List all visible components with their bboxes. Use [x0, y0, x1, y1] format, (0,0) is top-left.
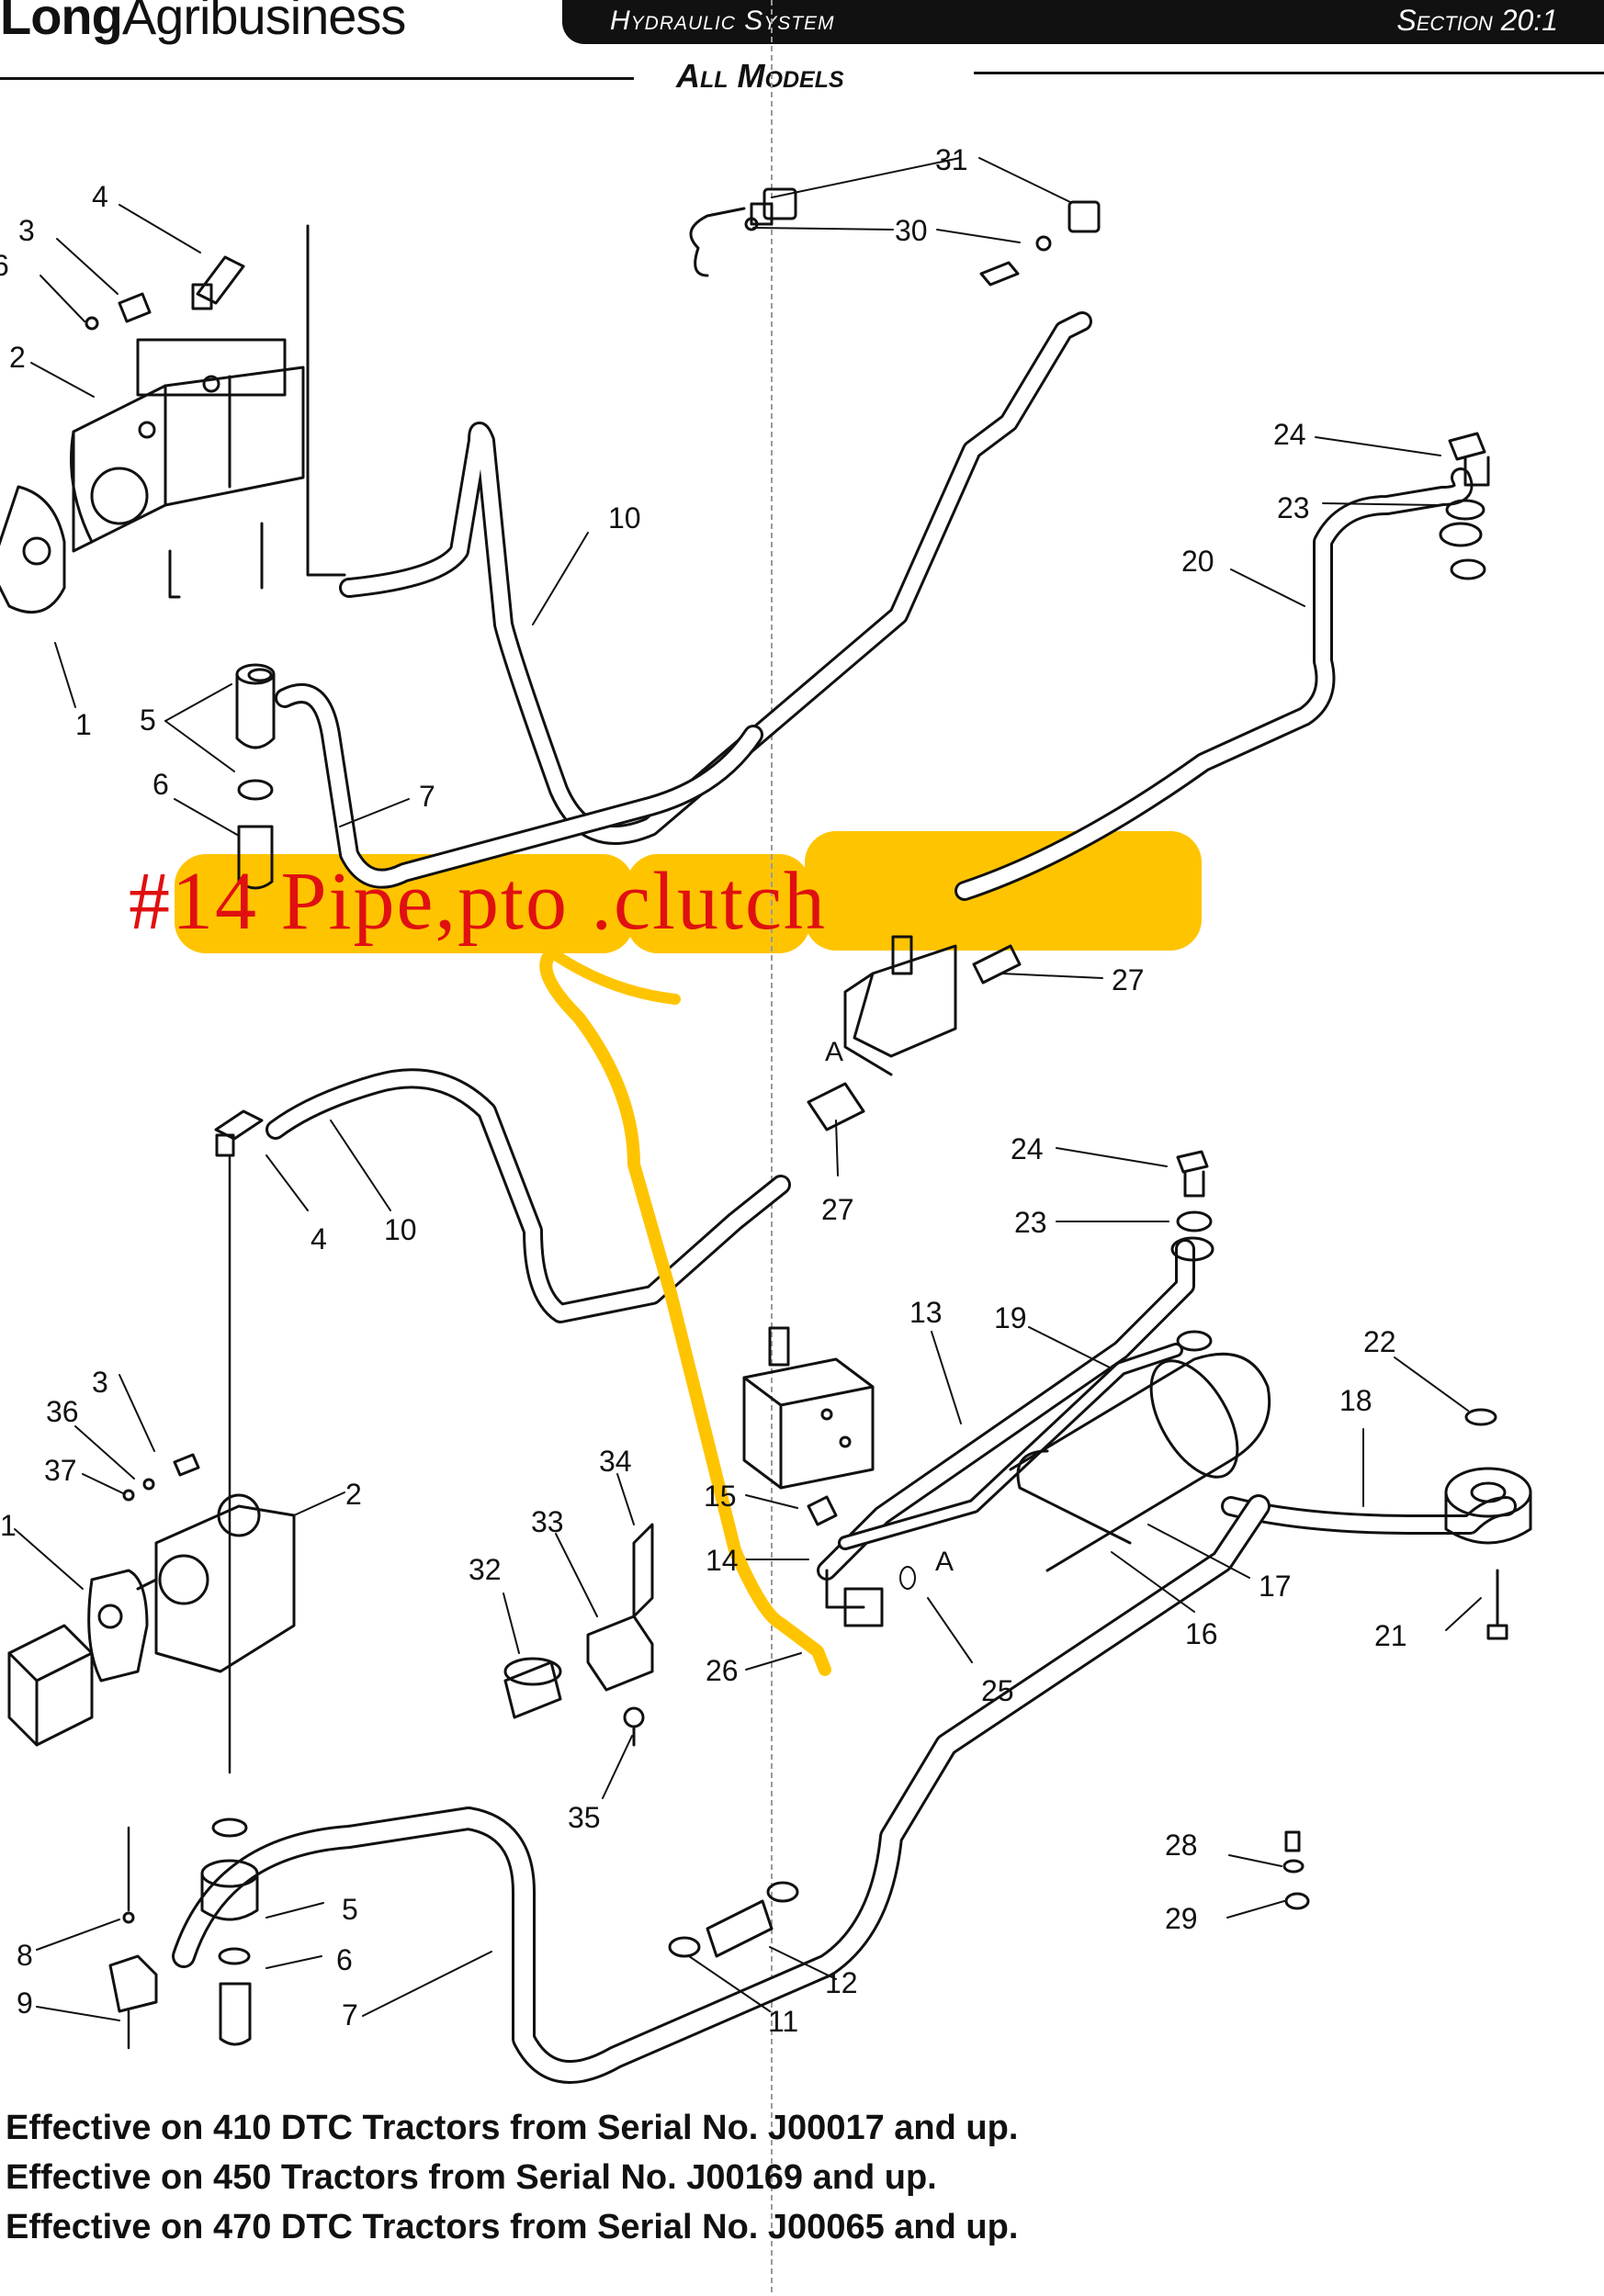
callout-4-top: 4 [92, 180, 108, 213]
highlight-trace-line [539, 947, 831, 1676]
callout-6-top-left: 6 [0, 249, 9, 282]
callout-23-mid: 23 [1014, 1206, 1047, 1239]
callout-10-mid: 10 [384, 1213, 417, 1246]
callout-11: 11 [768, 2005, 798, 2038]
callout-10-top: 10 [608, 501, 641, 535]
callout-27-lower: 27 [821, 1193, 854, 1226]
callout-19: 19 [994, 1301, 1027, 1334]
page-subtitle: All Models [676, 57, 844, 95]
callout-4-mid: 4 [311, 1222, 327, 1255]
callout-37: 37 [44, 1454, 77, 1487]
annotation-label: #14 Pipe,pto .clutch [129, 856, 827, 947]
serial-note-470: Effective on 470 DTC Tractors from Seria… [6, 2208, 1019, 2246]
callout-30: 30 [895, 214, 928, 247]
callout-5-bottom: 5 [342, 1893, 358, 1926]
callout-6-bottom: 6 [336, 1943, 353, 1976]
callout-1-bottom: 1 [0, 1509, 17, 1542]
diagram-label-a-top: A [825, 1037, 843, 1067]
logo-bold-text: Long [0, 0, 123, 45]
serial-notes: Effective on 410 DTC Tractors from Seria… [6, 2103, 1018, 2252]
callout-22: 22 [1363, 1325, 1396, 1358]
callout-7-top: 7 [419, 780, 435, 813]
callout-28: 28 [1165, 1829, 1198, 1862]
callout-6-top: 6 [152, 768, 169, 801]
callout-35: 35 [568, 1801, 601, 1834]
callout-32: 32 [469, 1553, 502, 1586]
callout-31: 31 [935, 143, 968, 176]
callout-2-top: 2 [9, 341, 26, 374]
callout-21: 21 [1374, 1619, 1407, 1652]
callout-3-bottom: 3 [92, 1366, 108, 1399]
highlight-trace-hook [550, 950, 681, 1005]
callout-7-bottom: 7 [342, 1998, 358, 2032]
callout-20: 20 [1181, 545, 1214, 578]
section-number: Section 20:1 [1396, 4, 1558, 37]
callout-16: 16 [1185, 1617, 1218, 1650]
subtitle-rule-left [0, 77, 634, 80]
callout-34: 34 [599, 1445, 632, 1478]
header-title: Hydraulic System [610, 6, 835, 36]
header-bar [562, 0, 1604, 44]
subtitle-rule-right [974, 72, 1604, 74]
callout-36: 36 [46, 1395, 79, 1428]
callout-3-top: 3 [18, 214, 35, 247]
callout-23-top: 23 [1277, 491, 1310, 524]
callout-9: 9 [17, 1986, 33, 2020]
highlight-box-3 [805, 831, 1202, 951]
callout-17: 17 [1259, 1570, 1292, 1603]
callout-24-top: 24 [1273, 418, 1306, 451]
callout-12: 12 [825, 1966, 858, 1999]
callout-15: 15 [704, 1480, 737, 1513]
callout-27-upper: 27 [1112, 963, 1145, 996]
highlight-box-2 [627, 854, 810, 953]
serial-note-410: Effective on 410 DTC Tractors from Seria… [6, 2109, 1019, 2147]
callout-33: 33 [531, 1505, 564, 1538]
callout-18: 18 [1339, 1384, 1372, 1417]
logo-light-text: Agribusiness [121, 0, 407, 45]
serial-note-450: Effective on 450 Tractors from Serial No… [6, 2158, 937, 2197]
brand-logo: LongAgribusiness [0, 0, 407, 45]
diagram-label-a-bottom: A [935, 1547, 954, 1577]
callout-2-bottom: 2 [345, 1478, 362, 1511]
callout-25: 25 [981, 1674, 1014, 1707]
callout-29: 29 [1165, 1902, 1198, 1935]
callout-1-top: 1 [75, 708, 92, 741]
callout-14: 14 [706, 1544, 739, 1577]
callout-24-mid: 24 [1011, 1132, 1044, 1165]
callout-26: 26 [706, 1654, 739, 1687]
callout-13: 13 [909, 1296, 943, 1329]
callout-8: 8 [17, 1939, 33, 1972]
callout-5-top: 5 [140, 703, 156, 737]
